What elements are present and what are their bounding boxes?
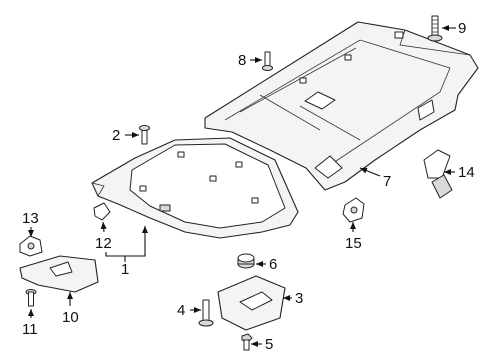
callout-6: 6 [269,256,277,273]
callout-14: 14 [458,164,475,181]
clip-part-15 [342,197,365,223]
grab-handle-part-14 [423,149,453,199]
hook-part-13 [19,235,43,257]
callout-labels: 9 8 2 7 14 15 12 13 1 10 11 6 3 4 5 [22,20,475,353]
callout-5: 5 [265,336,273,353]
bolt-part-4 [198,299,214,327]
bolt-part-9 [427,15,443,42]
headliner-front [91,137,299,239]
screw-part-5 [241,333,253,351]
bracket-part-3 [217,275,286,331]
leader-1-bracket [105,236,146,257]
screw-part-8 [262,51,273,71]
sunvisor-part-10 [19,255,99,293]
callout-9: 9 [458,20,466,37]
callout-4: 4 [177,302,185,319]
callout-15: 15 [345,235,362,252]
callout-13: 13 [22,210,39,227]
callout-11: 11 [22,321,38,338]
callout-1: 1 [121,261,129,278]
callout-2: 2 [112,127,120,144]
callout-10: 10 [62,309,79,326]
leader-12 [100,221,107,233]
clip-part-12 [93,202,111,221]
headliner-main [204,21,479,191]
callout-8: 8 [238,52,246,69]
screw-part-2 [139,125,150,145]
leader-lines [28,25,456,347]
callout-7: 7 [383,173,391,190]
grommet-part-6 [237,253,255,269]
callout-12: 12 [95,235,112,252]
callout-3: 3 [295,290,303,307]
screw-part-11 [25,289,37,307]
leader-7 [359,167,381,177]
